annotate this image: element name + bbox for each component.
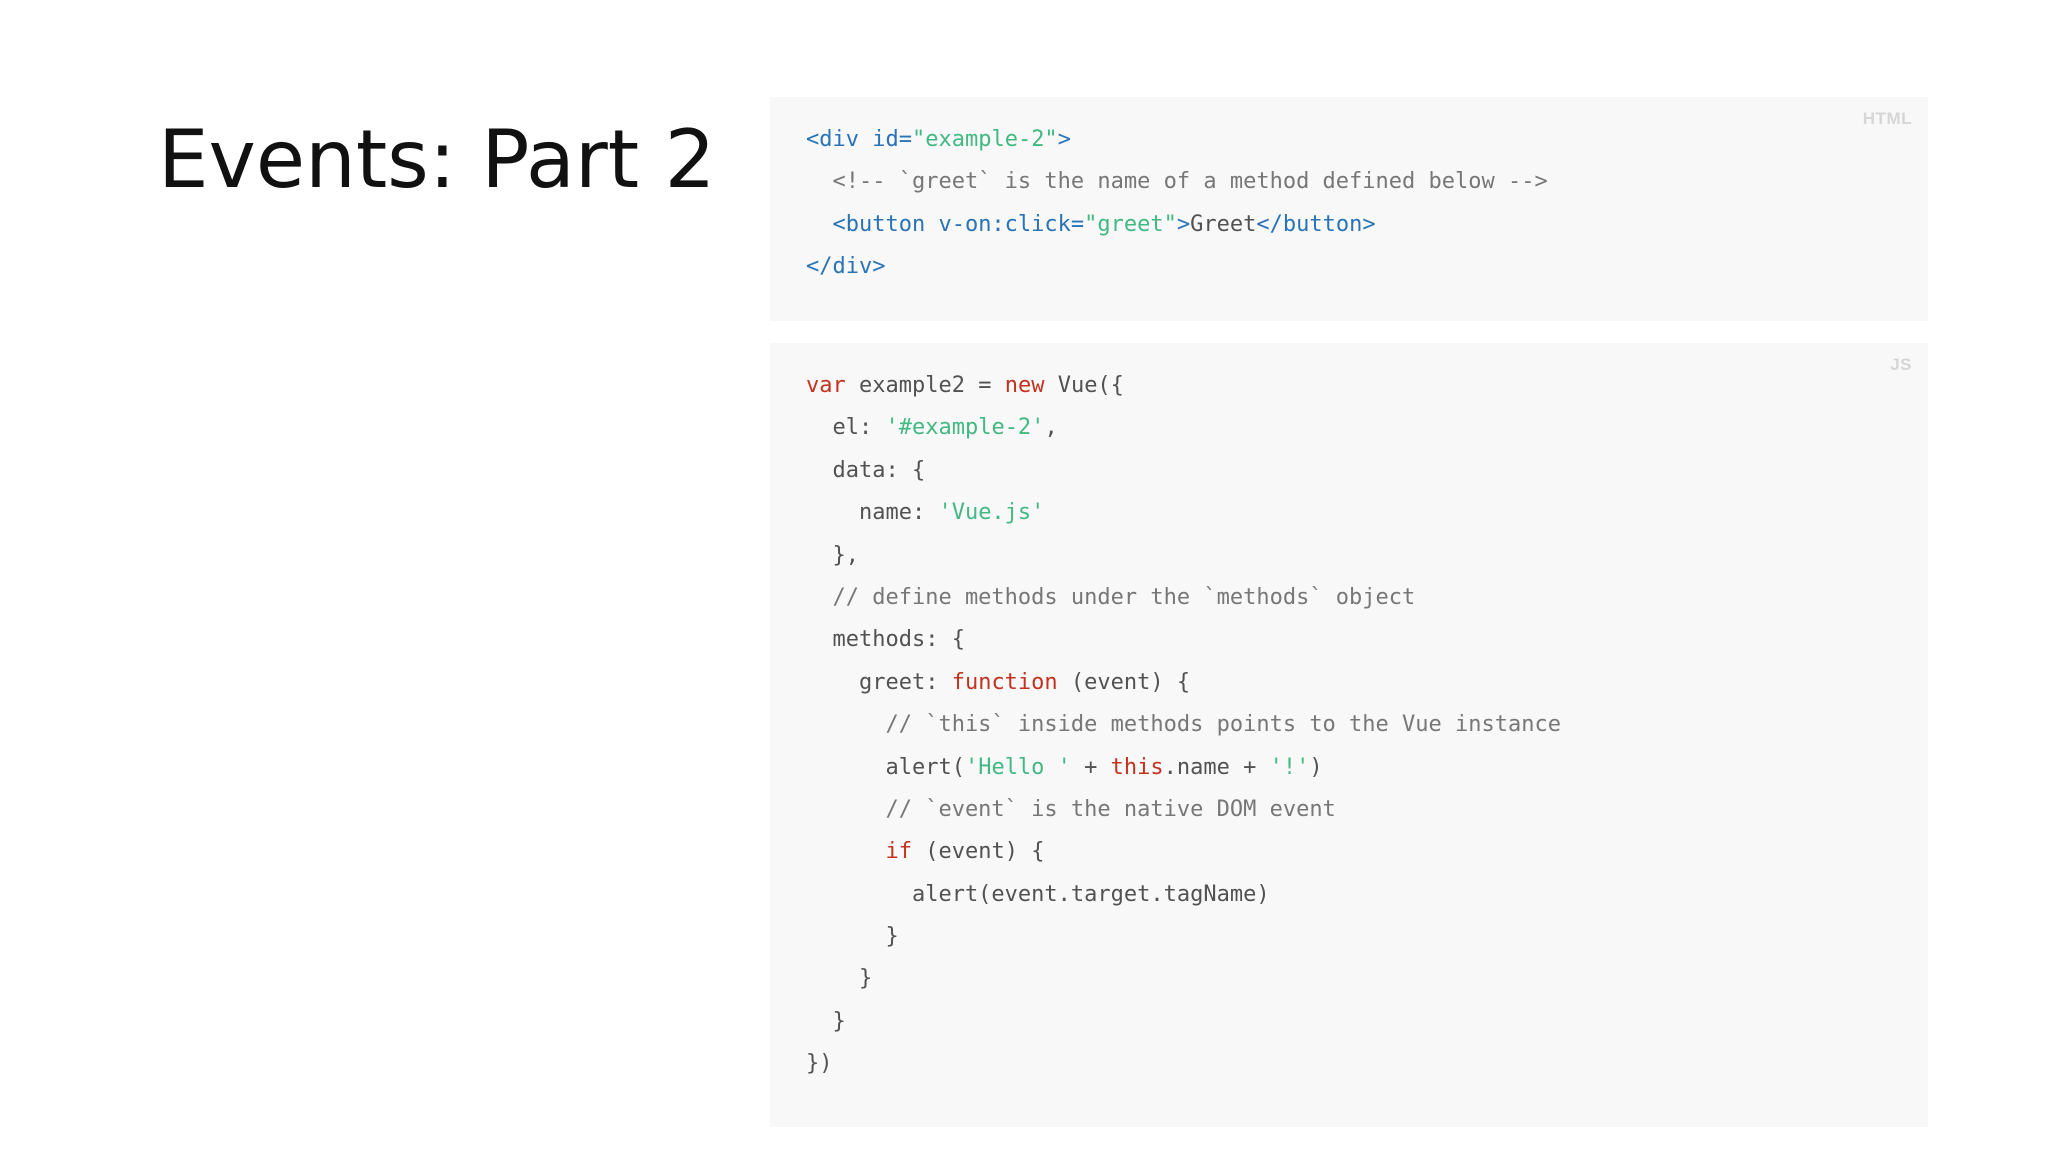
code-token: .name + [1163,754,1270,780]
slide-title: Events: Part 2 [158,113,716,206]
html-language-label: HTML [1862,109,1912,128]
code-token: } [806,924,899,950]
code-line: <div id="example-2"> [806,119,1548,161]
code-token: alert( [806,754,965,780]
code-line: }) [806,1043,1561,1085]
code-token: '#example-2' [885,415,1045,441]
code-token: // define methods under the `methods` ob… [806,584,1416,610]
code-token: el: [806,415,886,441]
code-token: }) [806,1051,833,1077]
code-token: 'Vue.js' [938,500,1045,526]
code-line: el: '#example-2', [806,407,1561,449]
code-token: // `event` is the native DOM event [806,796,1336,822]
code-token: 'Hello ' [964,754,1071,780]
code-line: } [806,958,1561,1000]
code-line: alert(event.target.tagName) [806,874,1561,916]
code-token: v-on:click= [938,211,1085,237]
code-line: } [806,916,1561,958]
code-line: var example2 = new Vue({ [806,365,1561,407]
js-language-label: JS [1890,355,1912,374]
code-token: function [951,669,1058,695]
code-token: example2 = [845,373,1005,398]
code-line: if (event) { [806,831,1561,873]
code-line: // define methods under the `methods` ob… [806,577,1561,619]
code-token: if [885,839,912,865]
code-token: id= [872,127,912,152]
code-token [806,839,885,864]
code-token: greet: [806,669,952,695]
code-token: (event) { [1057,669,1191,695]
code-token: </button> [1256,211,1376,237]
code-token: data: { [806,457,926,483]
code-token: } [806,966,873,992]
code-token: (event) { [911,839,1045,865]
html-code-block: HTML <div id="example-2"> <!-- `greet` i… [770,97,1928,321]
code-token: methods: { [806,627,965,653]
code-token: "example-2" [911,127,1058,152]
code-token: }, [806,542,859,568]
code-token: ) [1309,754,1323,780]
code-line: methods: { [806,619,1561,661]
code-line: }, [806,535,1561,577]
code-token: name: [806,500,939,526]
code-line: data: { [806,450,1561,492]
code-token: Vue({ [1044,373,1124,398]
code-token: <div [806,127,873,152]
code-token: </div> [806,254,886,280]
code-token: '!' [1269,754,1310,780]
js-code-block: JS var example2 = new Vue({ el: '#exampl… [770,343,1928,1127]
html-code-lines: <div id="example-2"> <!-- `greet` is the… [806,119,1548,289]
code-token: "greet" [1084,211,1177,237]
code-line: // `event` is the native DOM event [806,789,1561,831]
code-token: } [806,1008,846,1034]
code-line: alert('Hello ' + this.name + '!') [806,747,1561,789]
js-code-lines: var example2 = new Vue({ el: '#example-2… [806,365,1561,1086]
code-line: <!-- `greet` is the name of a method def… [806,161,1548,203]
code-token: new [1004,373,1045,398]
code-line: name: 'Vue.js' [806,492,1561,534]
code-token: alert(event.target.tagName) [806,881,1270,907]
code-token: <button [806,211,939,237]
code-token: var [806,373,846,398]
code-token: > [1057,127,1071,152]
code-line: // `this` inside methods points to the V… [806,704,1561,746]
code-token: this [1110,754,1164,780]
code-line: </div> [806,246,1548,288]
code-line: } [806,1001,1561,1043]
code-token: // `this` inside methods points to the V… [806,712,1561,738]
code-token: <!-- `greet` is the name of a method def… [806,169,1548,195]
code-token: + [1070,754,1111,780]
code-token: Greet [1190,211,1257,237]
code-token: , [1044,415,1058,441]
code-token: > [1176,211,1191,237]
code-line: greet: function (event) { [806,662,1561,704]
code-line: <button v-on:click="greet">Greet</button… [806,204,1548,246]
